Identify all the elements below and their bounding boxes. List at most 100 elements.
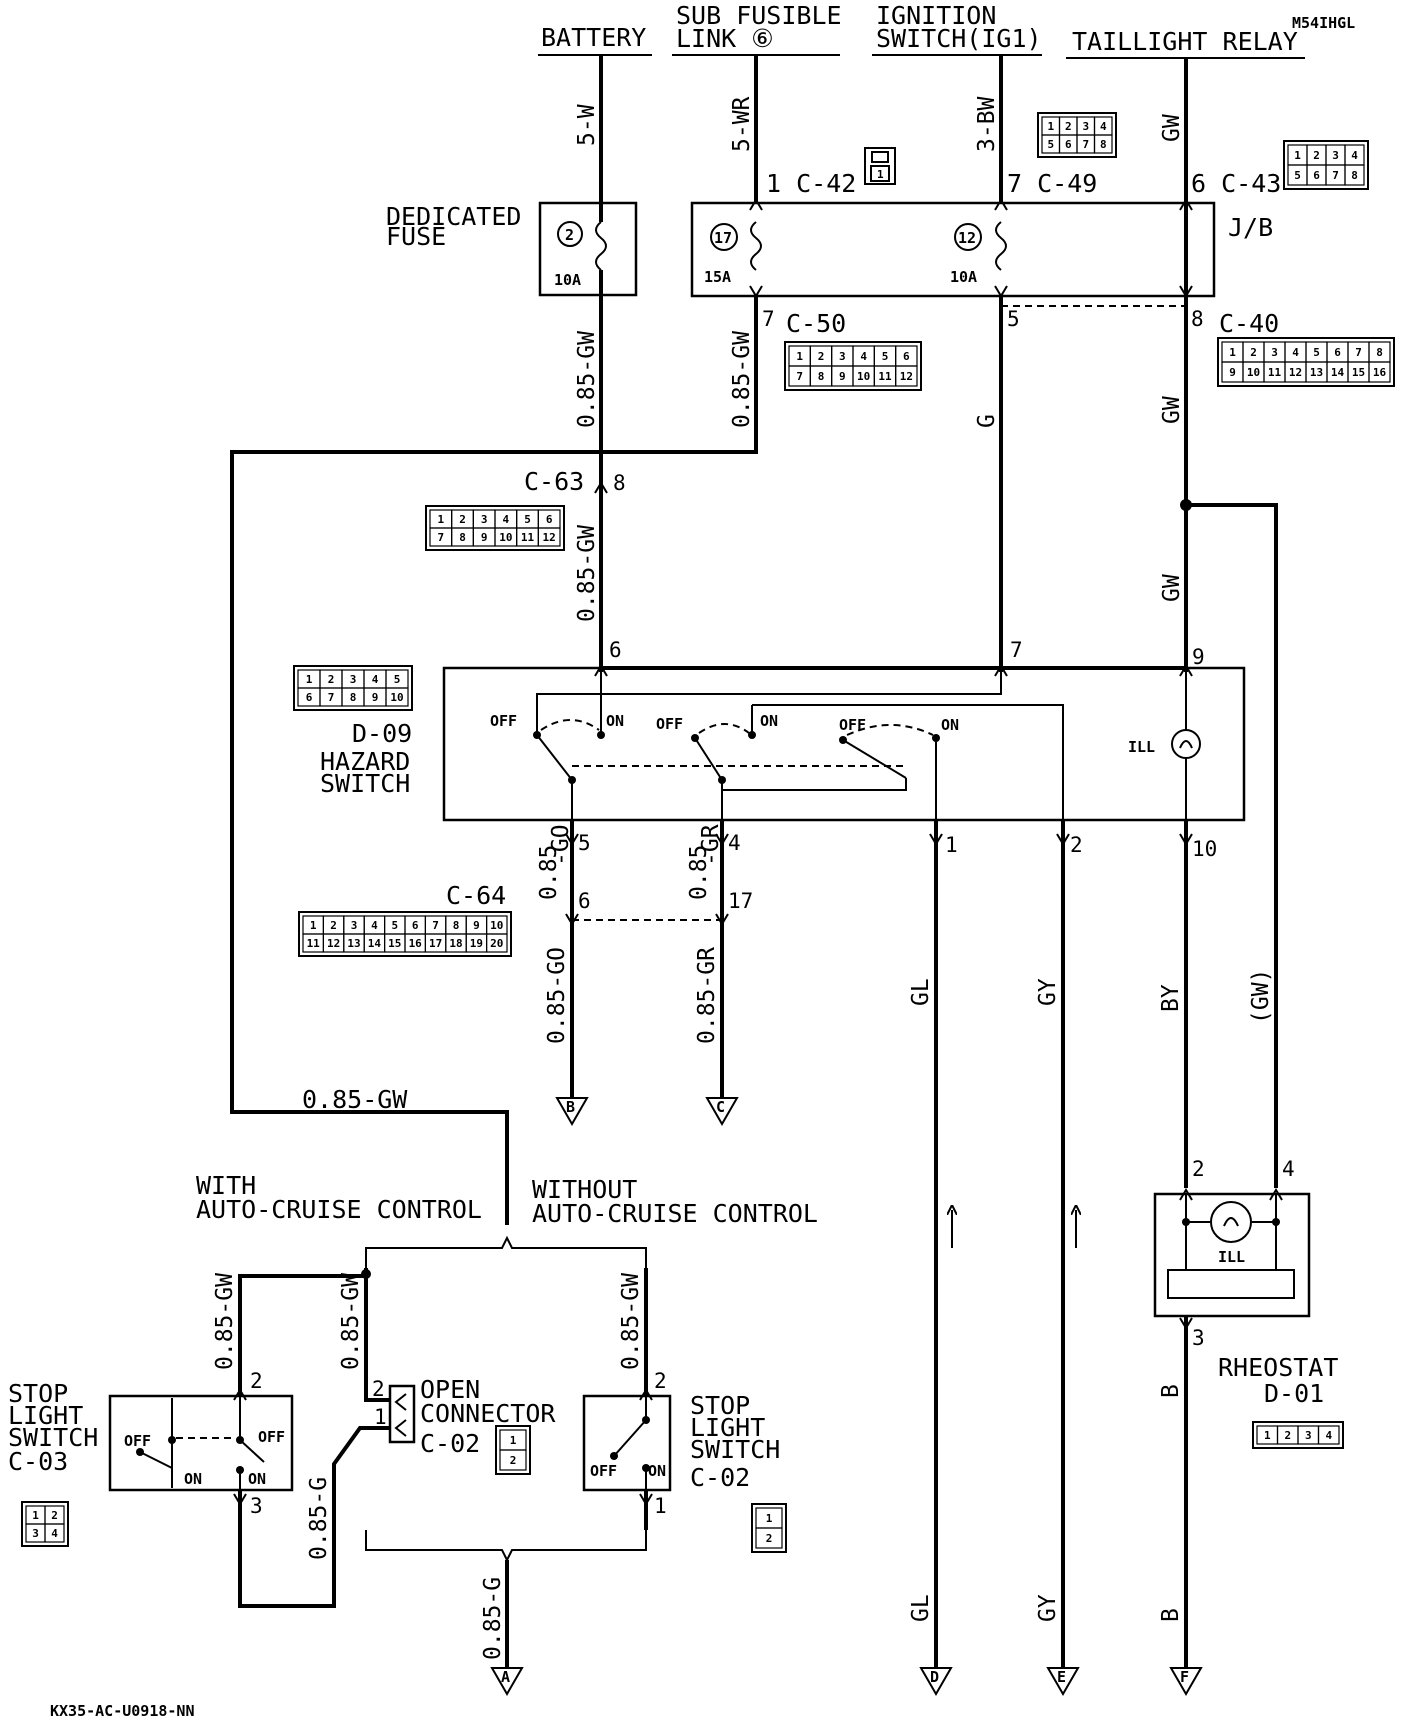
hazard-on-3: ON: [941, 716, 959, 734]
wire-label-085gw-1: 0.85-GW: [574, 331, 600, 428]
wire-label-085gw-bottom: 0.85-GW: [302, 1085, 408, 1114]
pin-d01-4: 4: [1282, 1157, 1295, 1181]
rheostat: [1153, 1192, 1311, 1668]
connector-pin-number: 6: [546, 513, 553, 526]
stop-light-switch-c03: [108, 1394, 294, 1492]
splice-gw: [1180, 499, 1192, 511]
wire-label-085gw-c02: 0.85-GW: [618, 1273, 644, 1370]
connector-pin-number: 14: [1331, 366, 1345, 379]
connector-pin-number: 13: [1310, 366, 1323, 379]
rheostat-label: RHEOSTAT: [1218, 1353, 1338, 1382]
connector-pin-number: 6: [1065, 138, 1072, 151]
wire-label-gl: GL: [908, 978, 934, 1006]
connector-pin-number: 11: [1268, 366, 1282, 379]
open-connector-label-2: CONNECTOR: [420, 1399, 556, 1428]
dedicated-fuse-label-2: FUSE: [386, 222, 446, 251]
connector-pin-number: 3: [839, 350, 846, 363]
connector-pin-number: 2: [51, 1509, 58, 1522]
connector-pin-number: 2: [818, 350, 825, 363]
dedicated-fuse-label-1: DEDICATED: [386, 202, 521, 231]
connector-pin-number: 4: [1325, 1429, 1332, 1442]
connector-pin-number: 4: [371, 919, 378, 932]
pin-d09-1: 1: [945, 833, 958, 857]
hazard-switch: [442, 666, 1246, 822]
wire-label-085-go-a: 0.85: [536, 845, 562, 900]
junction-block: 17 15A 12 10A: [690, 201, 1216, 307]
wire-label-085gw-open: 0.85-GW: [338, 1273, 364, 1370]
dedicated-fuse: 2 10A: [538, 201, 638, 297]
fuse17-amperage: 15A: [704, 268, 731, 286]
option-brace-top: [365, 1235, 647, 1268]
terminal-e: E: [1046, 1667, 1080, 1697]
connector-pin-number: 4: [372, 673, 379, 686]
sub-fusible-label-2: LINK ⑥: [676, 24, 774, 53]
connector-pin-number: 7: [1082, 138, 1089, 151]
svg-text:E: E: [1057, 1668, 1066, 1686]
connector-pin-number: 14: [368, 937, 382, 950]
wire-label-b-2: B: [1158, 1608, 1184, 1622]
c02-stop-label-3: SWITCH: [690, 1435, 780, 1464]
fuse12-number: 12: [958, 229, 976, 247]
connector-pin-number: 3: [1082, 120, 1089, 133]
c50-label: C-50: [786, 309, 846, 338]
connector-pin-number: 7: [432, 919, 439, 932]
svg-text:D: D: [930, 1668, 939, 1686]
connector-pin-number: 20: [490, 937, 503, 950]
wire-label-085gr: 0.85-GR: [694, 947, 720, 1044]
connector-pin-number: 1: [306, 673, 313, 686]
terminal-d: D: [919, 1667, 953, 1697]
connector-pin-number: 7: [328, 691, 335, 704]
c42-label: 1 C-42: [766, 169, 856, 198]
rheostat-pin2-arrow: [1179, 1188, 1193, 1201]
svg-text:B: B: [566, 1098, 575, 1116]
fuse2-amperage: 10A: [554, 271, 581, 289]
without-label-2: AUTO-CRUISE CONTROL: [532, 1199, 818, 1228]
connector-pin-cell: [1368, 361, 1391, 383]
open-connector-c02: [388, 1384, 416, 1444]
connector-pin-number: 1: [796, 350, 803, 363]
connector-pin-number: 17: [429, 937, 442, 950]
connector-pin-cell: [1317, 1425, 1340, 1445]
wire-label-gw-lower: GW: [1159, 574, 1185, 602]
connector-pin-number: 7: [1355, 346, 1362, 359]
connector-pin-number: 1: [310, 919, 317, 932]
connector-pin-number: 12: [900, 370, 913, 383]
connector-pin-cell: [1093, 134, 1113, 154]
svg-text:C: C: [716, 1098, 725, 1116]
connector-pin-number: 5: [1047, 138, 1054, 151]
connector-pin-number: 2: [1065, 120, 1072, 133]
terminal-a: A: [490, 1667, 524, 1697]
connector-pin-number: 1: [1264, 1429, 1271, 1442]
rheostat-ill-label: ILL: [1218, 1248, 1245, 1266]
footer-code: KX35-AC-U0918-NN: [50, 1702, 195, 1720]
ignition-label-2: SWITCH(IG1): [876, 24, 1042, 53]
c40-label: C-40: [1219, 309, 1279, 338]
d01-label: D-01: [1264, 1379, 1324, 1408]
connector-pin-number: 1: [1294, 149, 1301, 162]
pin-d09-6: 6: [609, 638, 622, 662]
hazard-ill-label: ILL: [1128, 738, 1155, 756]
pin-open-1: 1: [374, 1405, 387, 1429]
connector-pin-number: 16: [1373, 366, 1387, 379]
c02-stop-label-1: STOP: [690, 1391, 750, 1420]
fuse17-number: 17: [714, 229, 732, 247]
connector-pin-number: 9: [839, 370, 846, 383]
pin-c03-3: 3: [250, 1494, 263, 1518]
connector-pin-number: 6: [1313, 169, 1320, 182]
pin-c40-5: 5: [1007, 307, 1020, 331]
connector-pin-number: 4: [1351, 149, 1358, 162]
connector-pin-number: 4: [51, 1527, 58, 1540]
connector-pin-number: 8: [350, 691, 357, 704]
svg-text:1: 1: [877, 168, 884, 181]
connector-pin-number: 10: [490, 919, 503, 932]
pin-c64-17: 17: [728, 889, 753, 913]
pin-d01-3: 3: [1192, 1326, 1205, 1350]
connector-pin-number: 9: [372, 691, 379, 704]
wire-label-g: G: [974, 414, 1000, 428]
wire-label-085-gr-a: 0.85: [686, 845, 712, 900]
connector-pin-number: 12: [1289, 366, 1302, 379]
terminal-c: C: [705, 1097, 739, 1127]
pin-c63-8: 8: [613, 471, 626, 495]
